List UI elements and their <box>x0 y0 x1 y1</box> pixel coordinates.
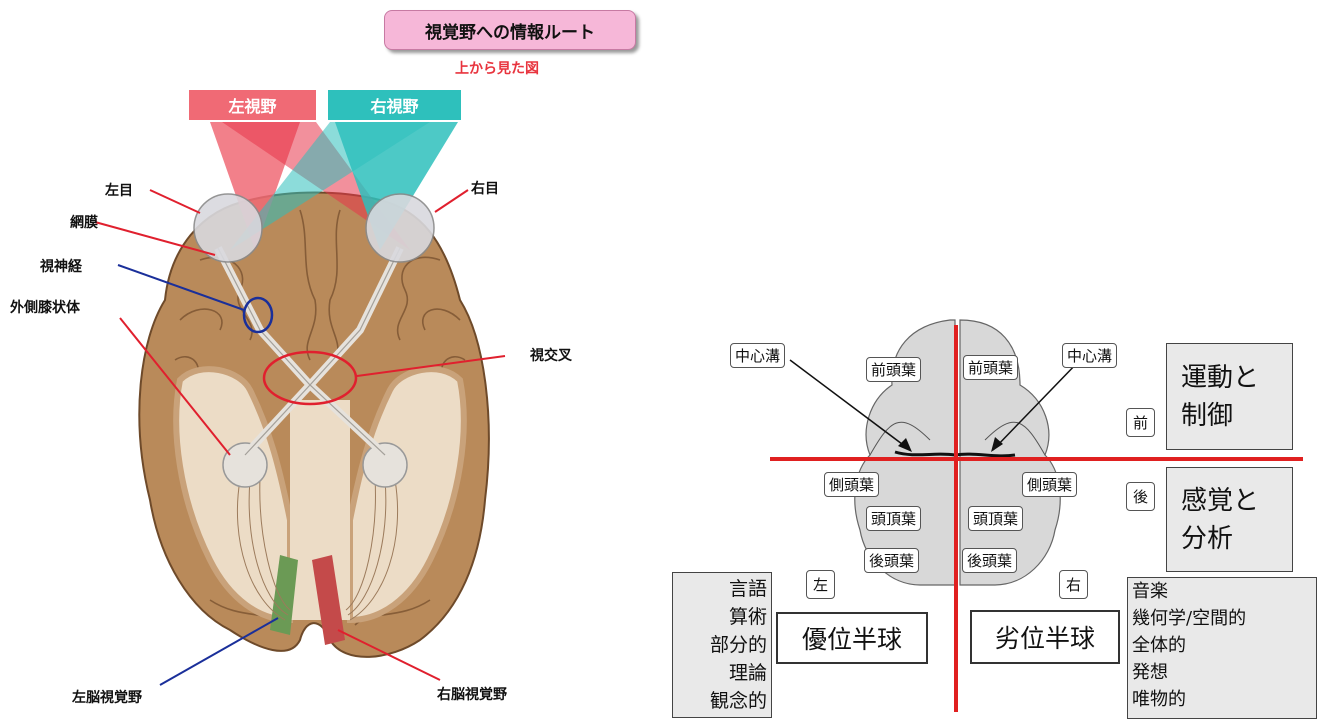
central-sulcus-right-label: 中心溝 <box>1062 343 1118 368</box>
label-optic-nerve: 視神経 <box>40 259 82 275</box>
right-trait: 唯物的 <box>1132 689 1186 710</box>
label-retina: 網膜 <box>70 215 98 231</box>
label-left-eye: 左目 <box>105 183 133 199</box>
left-hemisphere-traits: 言語 算術 部分的 理論 観念的 <box>672 572 772 718</box>
sense-analysis-box: 感覚と 分析 <box>1166 467 1293 572</box>
right-field-to-right-eye <box>335 122 458 250</box>
label-optic-chiasm: 視交叉 <box>530 348 572 364</box>
optic-radiations <box>236 477 399 621</box>
optic-chiasm-highlight <box>262 350 358 406</box>
frontal-left-label: 前頭葉 <box>866 357 922 382</box>
sense-analysis-line-1: 感覚と <box>1181 485 1260 516</box>
left-visual-field-label: 左視野 <box>189 90 316 120</box>
dominant-hemisphere-box: 優位半球 <box>776 612 928 664</box>
motor-control-line-2: 制御 <box>1181 400 1234 431</box>
left-eye <box>193 193 263 263</box>
temporal-left-label: 側頭葉 <box>824 472 880 497</box>
left-trait: 理論 <box>728 662 767 684</box>
label-right-eye: 右目 <box>471 181 499 197</box>
left-side-label: 左 <box>806 570 836 599</box>
temporal-right-label: 側頭葉 <box>1022 472 1078 497</box>
right-trait: 幾何学/空間的 <box>1132 608 1247 629</box>
central-sulcus-left-label: 中心溝 <box>730 343 786 368</box>
right-trait: 発想 <box>1132 662 1168 683</box>
frontal-right-label: 前頭葉 <box>963 355 1019 380</box>
back-label: 後 <box>1126 482 1156 511</box>
optic-nerve-highlight <box>242 296 274 334</box>
sense-analysis-line-2: 分析 <box>1181 523 1234 554</box>
parietal-left-label: 頭頂葉 <box>866 506 922 531</box>
left-trait: 部分的 <box>709 634 767 656</box>
label-right-visual-cortex: 右脳視覚野 <box>437 687 507 703</box>
left-lgn <box>222 442 268 488</box>
diagram-subtitle: 上から見た図 <box>455 61 539 77</box>
right-side-label: 右 <box>1059 570 1089 599</box>
left-trait: 算術 <box>728 606 767 628</box>
right-trait: 全体的 <box>1132 635 1186 656</box>
right-lgn <box>362 442 408 488</box>
label-left-visual-cortex: 左脳視覚野 <box>72 690 142 706</box>
right-visual-field-label: 右視野 <box>328 90 461 120</box>
diagram-title: 視覚野への情報ルート <box>384 10 636 50</box>
left-trait: 言語 <box>728 578 767 600</box>
occipital-right-label: 後頭葉 <box>962 548 1018 573</box>
motor-control-line-1: 運動と <box>1181 362 1260 393</box>
right-visual-cortex <box>312 555 345 645</box>
motor-control-box: 運動と 制御 <box>1166 343 1293 450</box>
front-label: 前 <box>1126 408 1156 437</box>
occipital-left-label: 後頭葉 <box>864 548 920 573</box>
right-eye <box>365 193 435 263</box>
right-trait: 音楽 <box>1132 581 1168 602</box>
nondominant-hemisphere-box: 劣位半球 <box>970 610 1120 664</box>
label-lgn: 外側膝状体 <box>10 300 80 316</box>
visual-pathway-diagram <box>94 122 506 686</box>
parietal-right-label: 頭頂葉 <box>968 506 1024 531</box>
left-trait: 観念的 <box>709 690 767 712</box>
right-hemisphere-traits: 音楽 幾何学/空間的 全体的 発想 唯物的 <box>1127 577 1317 719</box>
